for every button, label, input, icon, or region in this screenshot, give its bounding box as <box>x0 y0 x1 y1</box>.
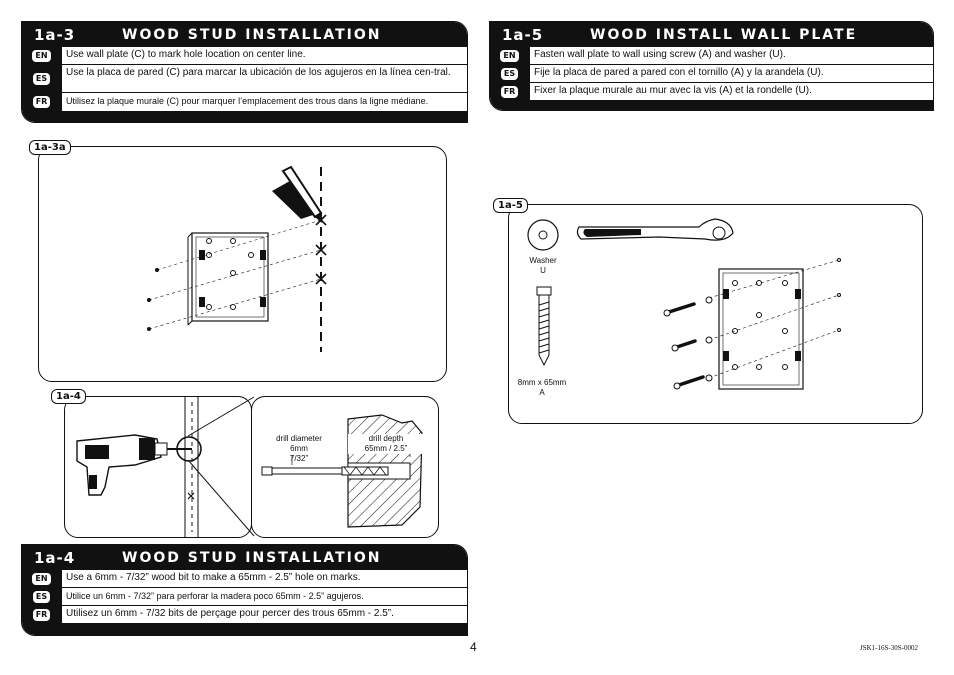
lang-badge-en: EN <box>32 572 51 585</box>
lang-badge-en: EN <box>500 49 519 62</box>
wall-plate-marking-illustration <box>147 165 327 352</box>
section-title: WOOD INSTALL WALL PLATE <box>590 26 858 43</box>
section-1a-3: 1a-3 WOOD STUD INSTALLATION EN Use wall … <box>21 21 468 123</box>
instruction-row-es: ES Fije la placa de pared a pared con el… <box>490 65 933 83</box>
instruction-text: Utilisez un 6mm - 7/32 bits de perçage p… <box>61 606 467 623</box>
screw-label: 8mm x 65mm A <box>517 378 567 397</box>
instruction-text: Fije la placa de pared a pared con el to… <box>529 65 933 82</box>
instruction-row-es: ES Utilice un 6mm - 7/32” para perforar … <box>22 588 467 606</box>
washer-label: Washer U <box>529 256 557 275</box>
page-number: 4 <box>470 640 477 654</box>
instruction-row-en: EN Use wall plate (C) to mark hole locat… <box>22 47 467 65</box>
section-header: 1a-5 WOOD INSTALL WALL PLATE <box>490 22 933 47</box>
section-header: 1a-4 WOOD STUD INSTALLATION <box>22 545 467 570</box>
instruction-text: Utilisez la plaque murale (C) pour marqu… <box>61 93 467 111</box>
section-title: WOOD STUD INSTALLATION <box>122 26 382 43</box>
figure-tag: 1a-3a <box>29 140 71 155</box>
lang-badge-fr: FR <box>500 85 519 98</box>
step-number: 1a-4 <box>34 548 76 567</box>
drill-illustration <box>76 397 202 537</box>
figure-tag: 1a-5 <box>493 198 528 213</box>
section-title: WOOD STUD INSTALLATION <box>122 549 382 566</box>
step-number: 1a-3 <box>34 25 76 44</box>
instruction-row-fr: FR Fixer la plaque murale au mur avec la… <box>490 83 933 101</box>
instruction-text: Fixer la plaque murale au mur avec la vi… <box>529 83 933 100</box>
lang-badge-es: ES <box>500 67 519 80</box>
document-code: JSK1-16S-30S-0002 <box>860 644 918 652</box>
figure-1a-3a: 1a-3a <box>29 140 447 382</box>
instruction-row-fr: FR Utilisez un 6mm - 7/32 bits de perçag… <box>22 606 467 624</box>
instruction-text: Use la placa de pared (C) para marcar la… <box>61 65 467 92</box>
instruction-row-fr: FR Utilisez la plaque murale (C) pour ma… <box>22 93 467 112</box>
lang-badge-fr: FR <box>32 608 51 621</box>
lang-badge-en: EN <box>32 49 51 62</box>
instruction-row-en: EN Fasten wall plate to wall using screw… <box>490 47 933 65</box>
section-1a-4: 1a-4 WOOD STUD INSTALLATION EN Use a 6mm… <box>21 544 468 636</box>
drill-depth-label: drill depth 65mm / 2.5” <box>348 434 424 454</box>
instruction-text: Fasten wall plate to wall using screw (A… <box>529 47 933 64</box>
instruction-text: Use wall plate (C) to mark hole location… <box>61 47 467 64</box>
instruction-row-en: EN Use a 6mm - 7/32” wood bit to make a … <box>22 570 467 588</box>
lang-badge-fr: FR <box>32 96 51 108</box>
figure-1a-4-detail: drill diameter 6mm 7/32” drill depth 65m… <box>251 396 439 538</box>
figure-1a-5: Washer U 8mm x 65mm A 1a-5 <box>493 198 923 424</box>
lang-badge-es: ES <box>32 72 51 85</box>
drill-diameter-label: drill diameter 6mm 7/32” <box>276 434 322 463</box>
lang-badge-es: ES <box>32 590 51 603</box>
instruction-text: Utilice un 6mm - 7/32” para perforar la … <box>61 588 467 605</box>
wall-plate-install-illustration <box>527 218 841 390</box>
step-number: 1a-5 <box>502 25 544 44</box>
figure-1a-4-drill: 1a-4 <box>51 389 252 538</box>
instruction-text: Use a 6mm - 7/32” wood bit to make a 65m… <box>61 570 467 587</box>
figure-tag: 1a-4 <box>51 389 86 404</box>
drill-detail-illustration <box>261 414 423 528</box>
instruction-row-es: ES Use la placa de pared (C) para marcar… <box>22 65 467 93</box>
section-header: 1a-3 WOOD STUD INSTALLATION <box>22 22 467 47</box>
section-1a-5: 1a-5 WOOD INSTALL WALL PLATE EN Fasten w… <box>489 21 934 111</box>
